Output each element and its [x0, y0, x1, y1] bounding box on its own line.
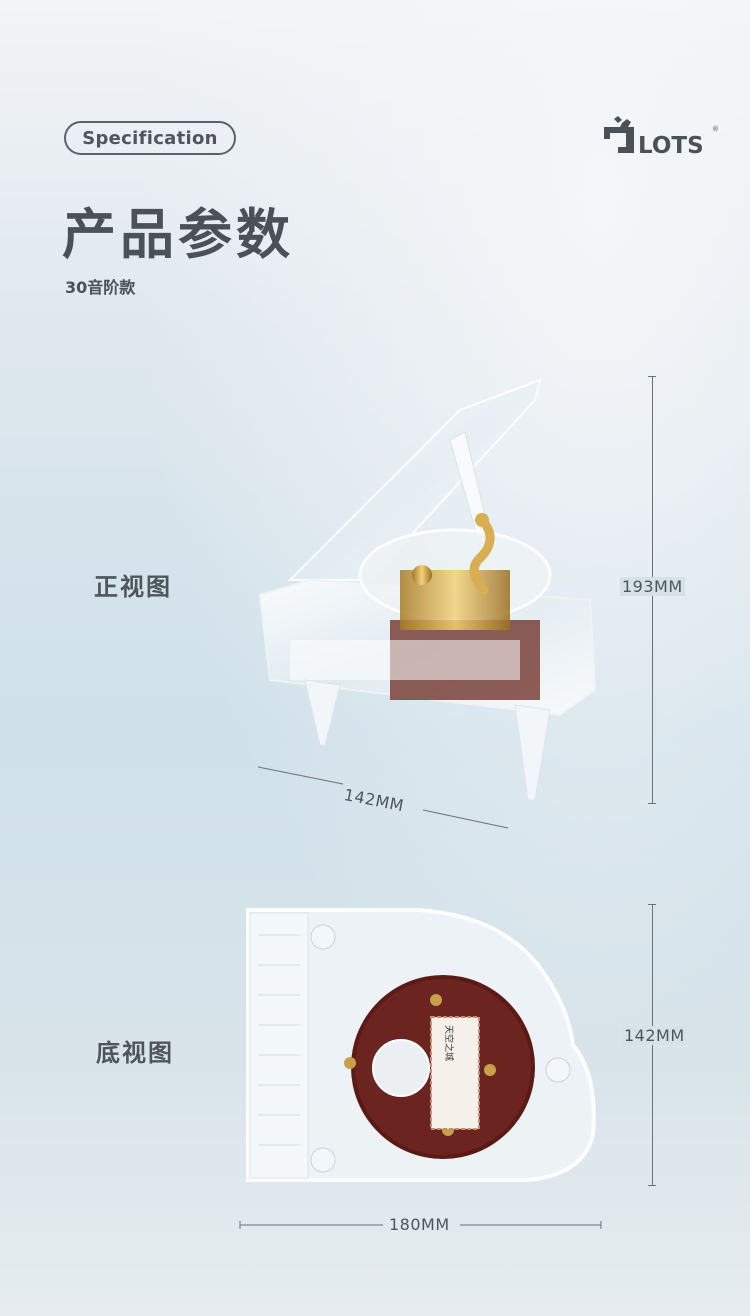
bottom-view-piano-image: 天空之城 [246, 908, 596, 1182]
bottom-height-tick-bottom [648, 1185, 656, 1186]
front-height-tick-bottom [648, 803, 656, 804]
front-height-tick-top [648, 376, 656, 377]
svg-text:®: ® [712, 125, 719, 133]
bottom-width-label: 180MM [389, 1215, 450, 1234]
page-title: 产品参数 [62, 203, 294, 266]
bottom-width-dimension-line [239, 1221, 602, 1229]
lots-logo: LOTS ® [604, 116, 719, 159]
specification-badge: Specification [64, 121, 236, 155]
bottom-height-label: 142MM [622, 1026, 687, 1045]
front-width-dimension-line [257, 766, 509, 829]
front-view-piano-image [258, 378, 597, 801]
bottom-height-tick-top [648, 904, 656, 905]
front-view-label: 正视图 [94, 573, 172, 601]
bottom-height-dimension-line [652, 904, 653, 1186]
bottom-view-label: 底视图 [96, 1039, 174, 1067]
svg-text:LOTS: LOTS [638, 133, 704, 159]
svg-text:天空之城: 天空之城 [443, 1025, 455, 1061]
front-height-label: 193MM [620, 577, 685, 596]
page-subtitle: 30音阶款 [65, 278, 136, 297]
